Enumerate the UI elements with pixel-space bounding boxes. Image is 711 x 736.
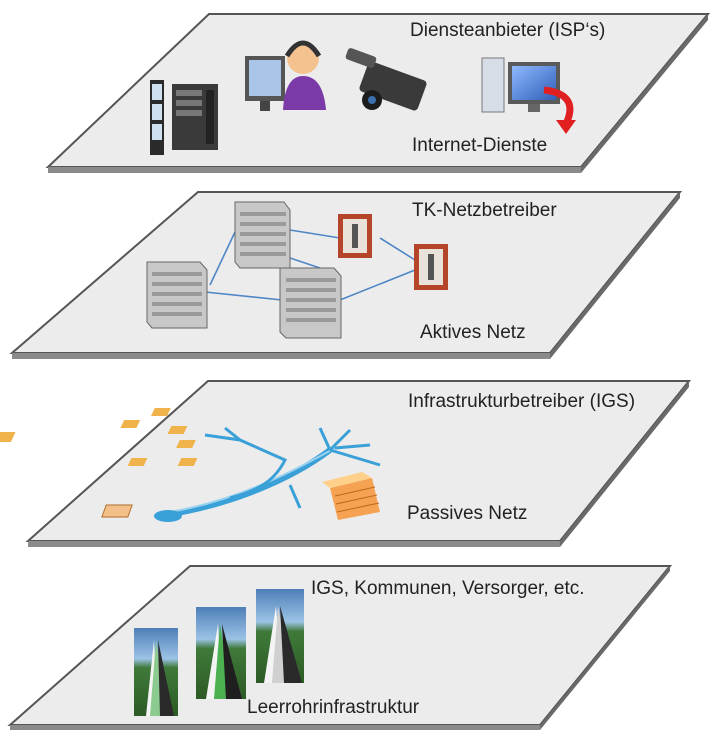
switch-cabinet-icon — [279, 267, 342, 339]
server-rack-icon — [172, 84, 218, 150]
video-camera-icon — [345, 48, 427, 111]
duct-bottom-label: Leerrohrinfrastruktur — [247, 697, 420, 718]
switch-cabinet-icon — [146, 261, 208, 329]
tk-top-label: TK-Netzbetreiber — [412, 200, 557, 221]
tk-bottom-label: Aktives Netz — [420, 322, 526, 343]
isp-top-label: Diensteanbieter (ISP‘s) — [410, 20, 606, 41]
isp-bottom-label: Internet-Dienste — [412, 135, 548, 156]
call-center-agent-icon — [245, 40, 326, 111]
layer-plane-infra — [25, 380, 692, 547]
network-links — [204, 229, 416, 301]
distribution-box-icon — [338, 214, 372, 258]
duct-pipes-photo-icon — [196, 607, 246, 699]
fiber-tree-icon — [0, 408, 381, 522]
switch-cabinet-icon — [234, 201, 291, 269]
infra-bottom-label: Passives Netz — [407, 503, 528, 524]
building-icon — [322, 472, 380, 520]
infra-top-label: Infrastrukturbetreiber (IGS) — [408, 391, 636, 412]
duct-pipes-photo-icon — [256, 589, 304, 683]
duct-top-label: IGS, Kommunen, Versorger, etc. — [311, 578, 585, 599]
server-tower-icon — [150, 80, 164, 155]
desktop-download-icon — [481, 57, 576, 134]
distribution-box-icon — [414, 244, 448, 290]
duct-pipes-photo-icon — [134, 628, 178, 716]
